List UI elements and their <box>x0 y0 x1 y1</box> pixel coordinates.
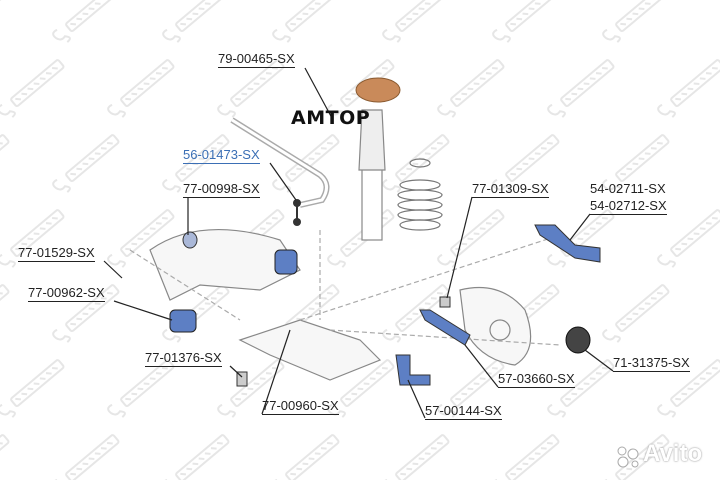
bushing-71-31375 <box>565 326 591 354</box>
watermark-stamp <box>657 59 720 118</box>
part-label-57-03660: 57-03660-SX <box>498 371 575 388</box>
upper-control-arm <box>534 224 601 263</box>
part-label-71-31375: 71-31375-SX <box>613 355 690 372</box>
lower-trailing-arm <box>238 319 382 381</box>
arm-57-00144 <box>395 354 431 386</box>
leader-lines <box>103 67 614 419</box>
watermark-stamp <box>657 209 720 268</box>
watermark-stamp <box>52 0 120 43</box>
watermark-stamp <box>0 209 65 268</box>
part-label-77-00960: 77-00960-SX <box>262 398 339 415</box>
watermark-stamp <box>437 209 505 268</box>
watermark-stamp <box>272 134 340 193</box>
arm-57-03660 <box>419 309 471 346</box>
watermark-stamp <box>547 59 615 118</box>
avito-logo-icon <box>617 446 639 468</box>
watermark-stamp <box>162 434 230 480</box>
watermark-stamp <box>0 284 10 333</box>
bushing-77-01309 <box>439 296 451 308</box>
watermark-stamp <box>547 359 615 418</box>
part-label-57-00144: 57-00144-SX <box>425 403 502 420</box>
bushing-77-01376 <box>236 371 248 387</box>
watermark-stamp <box>272 0 340 43</box>
watermark-stamp <box>382 434 450 480</box>
watermark-stamp <box>107 359 175 418</box>
part-label-54-02711: 54-02711-SX <box>590 181 666 196</box>
avito-logo: Avito <box>643 440 703 467</box>
coil-spring <box>397 158 443 231</box>
watermark-stamp <box>0 59 65 118</box>
part-label-77-00998: 77-00998-SX <box>183 181 260 198</box>
watermark-stamp <box>0 359 65 418</box>
part-label-77-00962: 77-00962-SX <box>28 285 105 302</box>
part-link-56-01473[interactable]: 56-01473-SX <box>183 147 260 164</box>
watermark-stamp <box>382 0 450 43</box>
bushing-77-00998 <box>274 249 298 275</box>
watermark-stamp <box>437 59 505 118</box>
watermark-stamp <box>437 359 505 418</box>
part-label-79-00465: 79-00465-SX <box>218 51 295 68</box>
watermark-stamp <box>272 434 340 480</box>
watermark-stamp <box>492 0 560 43</box>
watermark-stamp <box>107 59 175 118</box>
stabilizer-link <box>293 199 301 226</box>
watermark-stamp <box>492 434 560 480</box>
part-label-77-01309: 77-01309-SX <box>472 181 549 198</box>
watermark-stamp <box>602 0 670 43</box>
bushing-77-00962 <box>169 309 197 333</box>
watermark-stamp <box>162 0 230 43</box>
watermark-stamp <box>602 284 670 343</box>
watermark-stamp <box>657 359 720 418</box>
bushing-small <box>182 231 198 249</box>
top-mount <box>355 77 401 103</box>
part-label-77-01529: 77-01529-SX <box>18 245 95 262</box>
watermark-stamp <box>602 134 670 193</box>
watermark-stamp <box>0 434 10 480</box>
part-label-54-02712: 54-02712-SX <box>590 198 667 215</box>
watermark-stamp <box>52 284 120 343</box>
wheel-knuckle <box>459 286 532 366</box>
part-label-77-01376: 77-01376-SX <box>145 350 222 367</box>
watermark-stamp <box>52 134 120 193</box>
watermark-stamp <box>492 134 560 193</box>
amtop-overlay-text: AMTOP <box>291 107 371 129</box>
watermark-stamp <box>0 134 10 183</box>
watermark-stamp <box>162 134 230 193</box>
watermark-stamp <box>217 59 285 118</box>
watermark-stamp <box>107 209 175 268</box>
watermark-stamp <box>52 434 120 480</box>
